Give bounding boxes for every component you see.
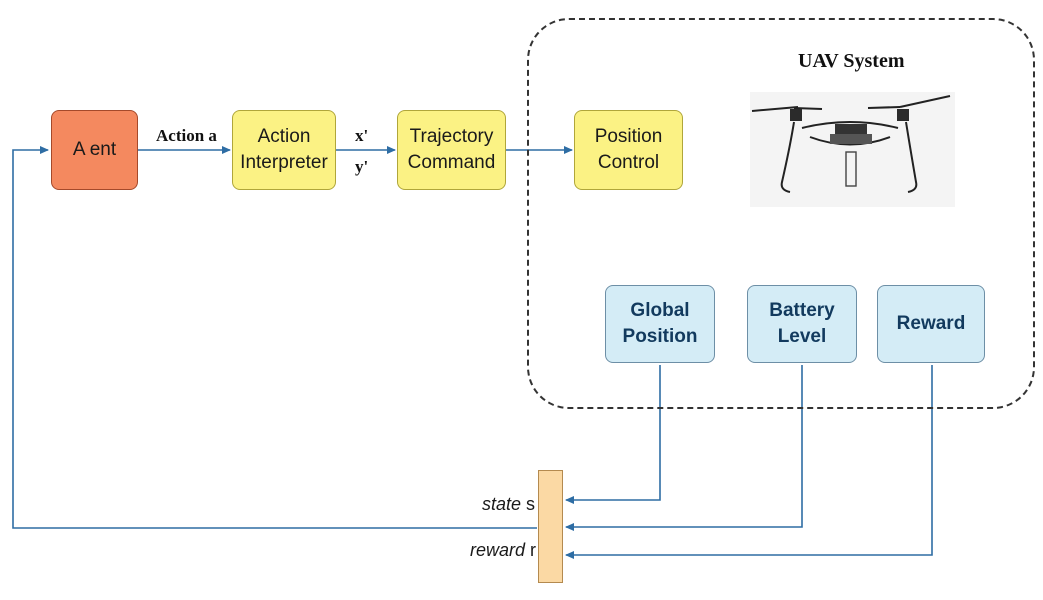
state-word: state: [482, 494, 522, 514]
x-prime-label: x': [355, 126, 369, 145]
state-var: s: [526, 494, 536, 514]
uav-system-frame: [527, 18, 1035, 409]
action-label: Action a: [156, 126, 217, 145]
battery-level-block[interactable]: Battery Level: [747, 285, 857, 363]
uav-drone-image: [750, 92, 955, 207]
y-prime-label: y': [355, 157, 369, 176]
reward-block[interactable]: Reward: [877, 285, 985, 363]
reward-signal-label: reward r: [470, 540, 536, 561]
arrow-global-position-to-mux: [565, 365, 661, 504]
position-control-label: Position Control: [594, 126, 663, 173]
global-position-label: Global Position: [622, 300, 698, 347]
reward-word: reward: [470, 540, 526, 560]
state-reward-mux: [538, 470, 563, 583]
position-control-block[interactable]: Position Control: [574, 110, 683, 190]
action-interpreter-label: Action Interpreter: [240, 126, 328, 173]
arrow-battery-to-mux: [565, 365, 803, 531]
agent-label: A ent: [72, 139, 117, 160]
trajectory-command-label: Trajectory Command: [407, 126, 496, 173]
feedback-arrow-to-agent: [12, 146, 537, 529]
action-interpreter-block[interactable]: Action Interpreter: [232, 110, 336, 190]
battery-level-label: Battery Level: [769, 300, 835, 347]
agent-block[interactable]: A ent: [51, 110, 138, 190]
trajectory-command-block[interactable]: Trajectory Command: [397, 110, 506, 190]
arrow-reward-to-mux: [565, 365, 933, 559]
state-label: state s: [482, 494, 535, 515]
reward-block-label: Reward: [896, 313, 966, 334]
uav-system-label: UAV System: [798, 50, 905, 72]
reward-var: r: [530, 540, 537, 560]
global-position-block[interactable]: Global Position: [605, 285, 715, 363]
